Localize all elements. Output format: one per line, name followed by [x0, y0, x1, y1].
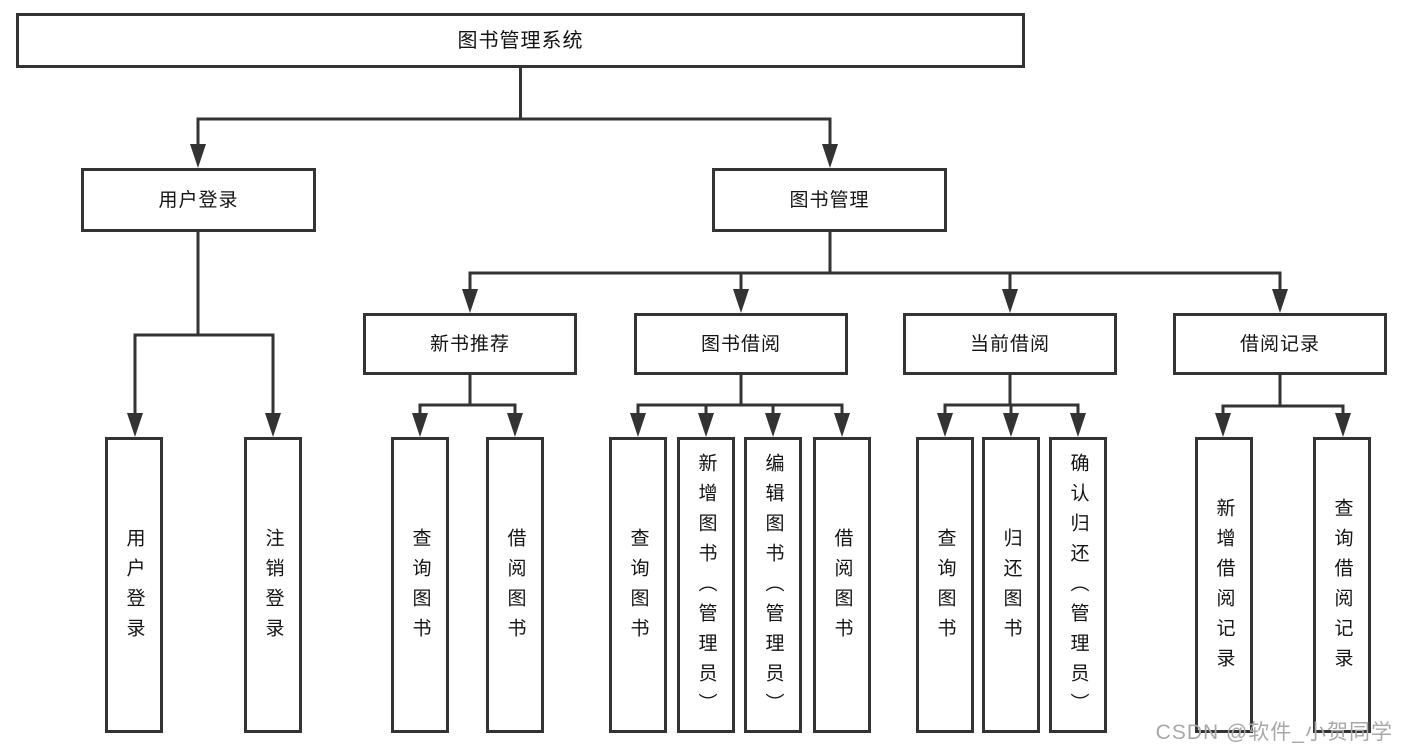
node-book-management: 图书管理	[712, 168, 947, 232]
leaf-edit-books-admin: 编辑图书（管理员）	[744, 437, 802, 733]
node-current-borrowing: 当前借阅	[903, 313, 1117, 375]
leaf-query-books-current: 查询图书	[916, 437, 974, 733]
node-user-login: 用户登录	[81, 168, 316, 232]
leaf-return-books: 归还图书	[982, 437, 1040, 733]
connector-user-login-branch	[127, 232, 281, 437]
leaf-borrow-books-recommend: 借阅图书	[486, 437, 544, 733]
leaf-query-books-recommend: 查询图书	[391, 437, 449, 733]
connector-new-books-branch	[412, 374, 523, 437]
connector-root-to-level2	[190, 68, 838, 168]
connector-book-borrow-branch	[630, 374, 850, 437]
leaf-add-borrow-record: 新增借阅记录	[1195, 437, 1253, 733]
node-new-book-recommend: 新书推荐	[363, 313, 577, 375]
leaf-borrow-books: 借阅图书	[813, 437, 871, 733]
csdn-watermark: CSDN @软件_小贺同学	[1155, 721, 1393, 744]
connector-borrow-records-branch	[1215, 375, 1351, 437]
leaf-add-books-admin: 新增图书（管理员）	[677, 437, 735, 733]
leaf-confirm-return-admin: 确认归还（管理员）	[1049, 437, 1107, 733]
leaf-query-books-borrow: 查询图书	[609, 437, 667, 733]
node-book-borrowing: 图书借阅	[634, 313, 848, 375]
connector-book-mgmt-branch	[462, 232, 1288, 313]
node-borrowing-records: 借阅记录	[1173, 313, 1387, 375]
leaf-query-borrow-record: 查询借阅记录	[1313, 437, 1371, 733]
leaf-user-login: 用户登录	[105, 437, 163, 733]
leaf-logout: 注销登录	[244, 437, 302, 733]
node-library-system-root: 图书管理系统	[16, 13, 1025, 68]
connector-current-borrow-branch	[937, 374, 1086, 437]
